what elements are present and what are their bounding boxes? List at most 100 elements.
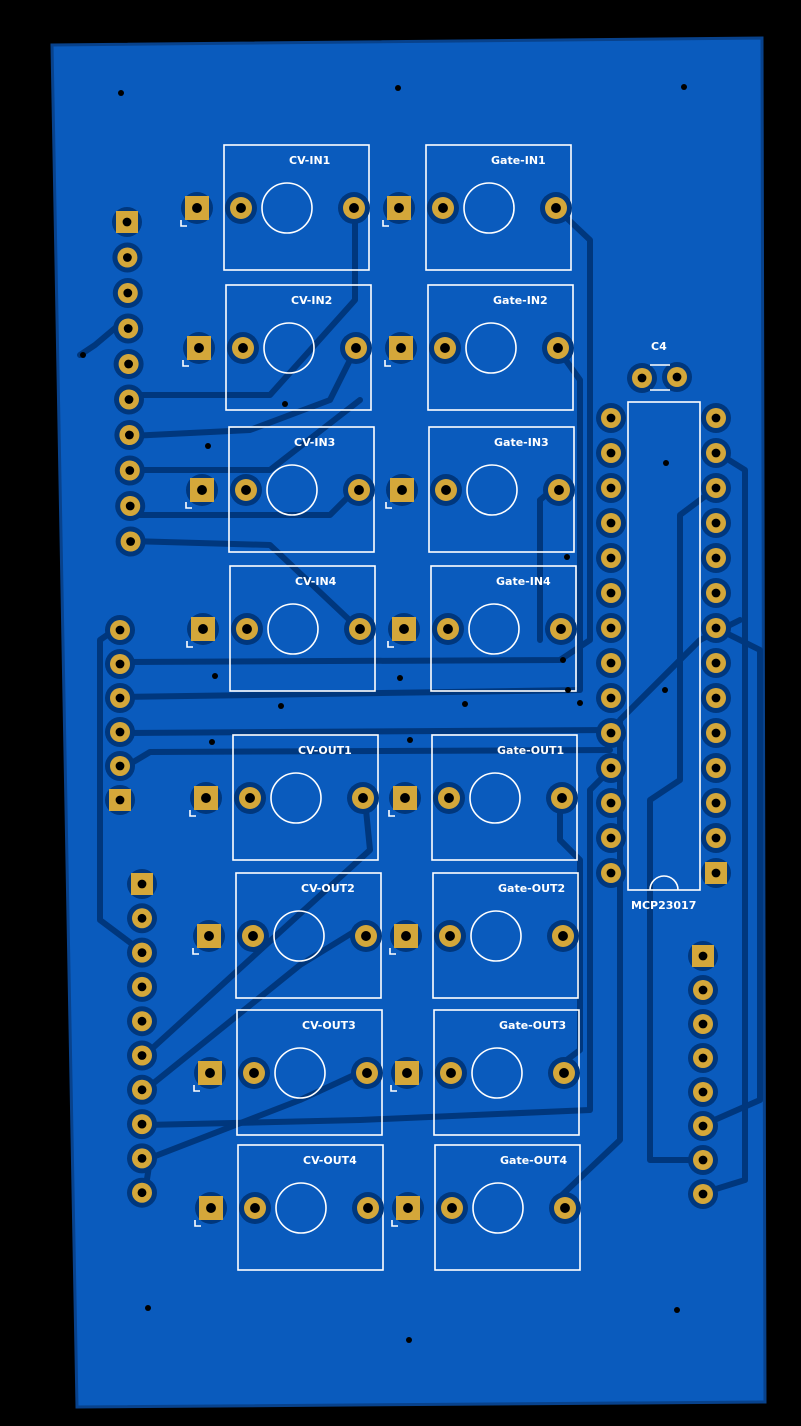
drill-hole bbox=[137, 948, 147, 957]
drill-hole bbox=[637, 373, 647, 383]
jack-label: Gate-OUT1 bbox=[497, 744, 564, 757]
drill-hole bbox=[124, 359, 133, 369]
drill-hole bbox=[606, 483, 616, 493]
drill-hole bbox=[606, 728, 616, 738]
drill-hole bbox=[124, 430, 134, 440]
drill-hole bbox=[361, 931, 371, 941]
drill-hole bbox=[711, 763, 721, 773]
copper-trace bbox=[700, 625, 763, 1128]
via bbox=[278, 703, 284, 709]
drill-hole bbox=[606, 693, 616, 703]
drill-hole bbox=[238, 343, 248, 353]
drill-hole bbox=[443, 624, 453, 634]
drill-hole bbox=[698, 1189, 708, 1199]
via bbox=[560, 657, 566, 663]
pin1-marker bbox=[388, 810, 395, 817]
drill-hole bbox=[401, 931, 411, 941]
pin1-marker bbox=[193, 1085, 200, 1092]
drill-hole bbox=[711, 693, 721, 703]
jack-hole-outline bbox=[469, 772, 521, 824]
drill-hole bbox=[115, 795, 125, 805]
drill-hole bbox=[560, 1203, 570, 1213]
drill-hole bbox=[672, 372, 682, 382]
jack-hole-outline bbox=[470, 910, 522, 962]
copper-trace bbox=[117, 727, 613, 736]
via bbox=[407, 737, 413, 743]
drill-hole bbox=[557, 793, 567, 803]
drill-hole bbox=[698, 1121, 708, 1131]
jack-hole-outline bbox=[273, 910, 325, 962]
pin1-marker bbox=[182, 360, 189, 367]
copper-trace bbox=[137, 204, 358, 398]
copper-trace bbox=[557, 792, 583, 1068]
drill-hole bbox=[396, 343, 406, 353]
drill-hole bbox=[137, 1188, 147, 1198]
via bbox=[577, 700, 583, 706]
pin1-marker bbox=[192, 948, 199, 955]
copper-trace bbox=[142, 922, 368, 1093]
drill-hole bbox=[438, 203, 448, 213]
jack-hole-outline bbox=[274, 1047, 326, 1099]
via bbox=[397, 675, 403, 681]
drill-hole bbox=[606, 833, 616, 843]
drill-hole bbox=[242, 624, 252, 634]
drill-hole bbox=[711, 658, 721, 668]
copper-trace bbox=[647, 485, 719, 1163]
pin1-marker bbox=[186, 641, 193, 648]
drill-hole bbox=[125, 466, 135, 475]
jack-hole-outline bbox=[266, 464, 318, 516]
copper-trace bbox=[700, 449, 748, 1196]
drill-hole bbox=[711, 448, 721, 458]
drill-hole bbox=[711, 833, 721, 843]
drill-hole bbox=[137, 879, 147, 889]
jack-label: Gate-OUT3 bbox=[499, 1019, 566, 1032]
via bbox=[395, 85, 401, 91]
pin1-marker bbox=[384, 360, 391, 367]
pin1-marker bbox=[194, 1220, 201, 1227]
jack-label: CV-OUT1 bbox=[298, 744, 352, 757]
drill-hole bbox=[126, 537, 135, 546]
drill-hole bbox=[137, 982, 147, 992]
drill-hole bbox=[194, 343, 204, 353]
drill-hole bbox=[123, 324, 133, 333]
capacitor-label: C4 bbox=[651, 340, 667, 353]
pcb-board bbox=[50, 36, 767, 1409]
drill-hole bbox=[606, 588, 616, 598]
via bbox=[663, 460, 669, 466]
drill-hole bbox=[355, 624, 365, 634]
drill-hole bbox=[349, 203, 359, 213]
drill-hole bbox=[192, 203, 202, 213]
jack-label: Gate-IN1 bbox=[491, 154, 546, 167]
drill-hole bbox=[444, 793, 454, 803]
drill-hole bbox=[445, 931, 455, 941]
drill-hole bbox=[558, 931, 568, 941]
drill-hole bbox=[249, 1068, 259, 1078]
jack-hole-outline bbox=[267, 603, 319, 655]
drill-hole bbox=[137, 1119, 147, 1129]
drill-hole bbox=[115, 727, 125, 737]
drill-hole bbox=[711, 868, 721, 878]
drill-hole bbox=[606, 868, 616, 878]
drill-hole bbox=[446, 1068, 456, 1078]
drill-hole bbox=[137, 1016, 147, 1026]
via bbox=[681, 84, 687, 90]
jack-hole-outline bbox=[468, 603, 520, 655]
jack-hole-outline bbox=[263, 322, 315, 374]
drill-hole bbox=[606, 553, 616, 563]
jack-footprint: CV-IN4 bbox=[186, 565, 376, 692]
jack-label: Gate-IN3 bbox=[494, 436, 549, 449]
pin1-marker bbox=[390, 1085, 397, 1092]
copper-trace bbox=[142, 767, 613, 1128]
drill-hole bbox=[606, 798, 616, 808]
jack-label: Gate-OUT4 bbox=[500, 1154, 568, 1167]
jack-footprint: CV-OUT2 bbox=[192, 872, 382, 999]
drill-hole bbox=[554, 485, 564, 495]
drill-hole bbox=[698, 1053, 708, 1063]
drill-hole bbox=[556, 624, 566, 634]
drill-hole bbox=[115, 625, 125, 635]
drill-hole bbox=[115, 693, 125, 703]
drill-hole bbox=[115, 761, 125, 771]
drill-hole bbox=[441, 485, 451, 495]
drill-hole bbox=[711, 728, 721, 738]
drill-hole bbox=[606, 623, 616, 633]
